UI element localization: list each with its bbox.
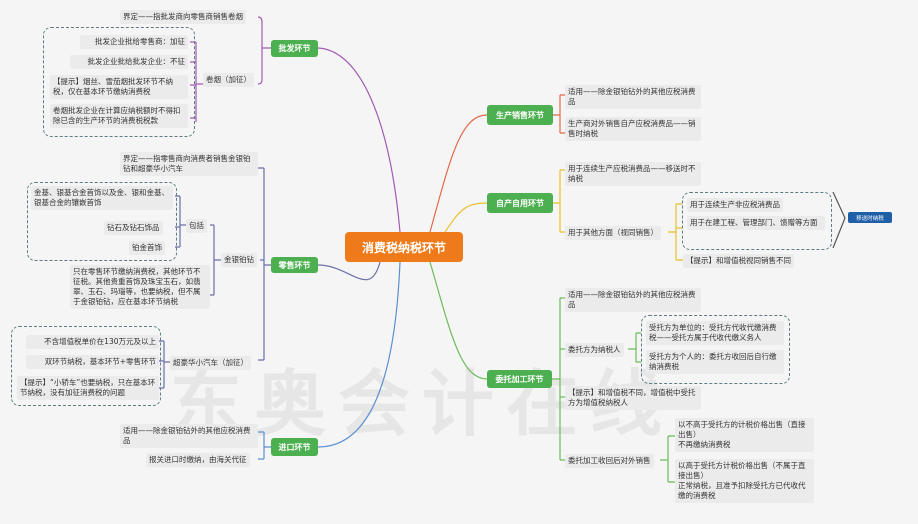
self-use-other: 用于其他方面（视同销售） <box>565 226 661 240</box>
import-item: 报关进口时缴纳，由海关代征 <box>146 453 250 467</box>
include-item: 钻石及钻石饰品 <box>104 221 163 235</box>
retail-car: 超豪华小汽车（加征） <box>170 356 251 370</box>
payer-item: 受托方为单位的：受托方代收代缴消费税——受托方属于代收代缴义务人 <box>646 321 784 345</box>
entrusted-resale: 委托加工收回后对外销售 <box>565 454 654 468</box>
resale-item: 以不高于受托方的计税价格出售（直接出售） 不再缴纳消费税 <box>675 418 814 452</box>
badge-transfer-tax: 移送时纳税 <box>848 212 892 223</box>
entrusted-payer: 委托方为纳税人 <box>565 343 624 357</box>
payer-item: 受托方为个人的：委托方收回后自行缴纳消费税 <box>646 350 784 374</box>
wholesale-definition: 界定——指批发商向零售商销售卷烟 <box>120 10 246 24</box>
branch-import[interactable]: 进口环节 <box>271 438 318 456</box>
wholesale-item: 批发企业批给零售商：加征 <box>80 35 188 49</box>
retail-include-group <box>27 182 177 261</box>
branch-self-use[interactable]: 自产自用环节 <box>487 193 553 213</box>
branch-entrusted[interactable]: 委托加工环节 <box>487 370 552 388</box>
production-item: 适用——除金银铂钻外的其他应税消费品 <box>565 85 701 109</box>
branch-retail[interactable]: 零售环节 <box>271 257 318 273</box>
self-use-other-group <box>682 192 832 250</box>
retail-definition: 界定——指零售商向消费者销售金银铂钻和超豪华小汽车 <box>120 152 258 176</box>
resale-item: 以高于受托方计税价格出售（不属于直接出售） 正常纳税，且准予扣除受托方已代收代缴… <box>675 459 814 503</box>
include-item: 金基、银基合金首饰以及金、银和金基、银基合金的镶嵌首饰 <box>31 186 173 210</box>
car-group <box>11 326 161 406</box>
import-item: 适用——除金银铂钻外的其他应税消费品 <box>120 424 258 448</box>
wholesale-item: 卷烟批发企业在计算应纳税额时不得扣除已含的生产环节的消费税税款 <box>50 104 188 128</box>
branch-wholesale[interactable]: 批发环节 <box>271 40 318 57</box>
car-item: 【提示】“小轿车”也要纳税，只在基本环节纳税，没有加征消费税的问题 <box>17 376 159 400</box>
wholesale-item: 【提示】烟丝、雪茄烟批发环节不纳税，仅在基本环节缴纳消费税 <box>50 75 188 99</box>
entrusted-tip: 【提示】和增值税不同，增值税中受托方为增值税纳税人 <box>565 386 701 410</box>
wholesale-group <box>43 27 195 137</box>
include-item: 铂金首饰 <box>129 241 165 255</box>
gold-note: 只在零售环节缴纳消费税，其他环节不征税。其他贵重首饰及珠宝玉石，如翡翠、玉石、玛… <box>70 265 210 309</box>
branch-production[interactable]: 生产销售环节 <box>487 105 553 125</box>
other-item: 用于连续生产非应税消费品 <box>687 198 783 212</box>
self-use-note: 【提示】和增值税视同销售不同 <box>683 254 794 268</box>
other-item: 用于在建工程、管理部门、馈赠等方面 <box>687 216 825 230</box>
car-item: 不含增值税单价在130万元及以上 <box>26 335 159 349</box>
entrusted-apply: 适用——除金银铂钻外的其他应税消费品 <box>565 288 701 312</box>
wholesale-cigarettes: 卷烟（加征） <box>203 73 254 87</box>
retail-gold: 金银铂钻 <box>221 253 257 267</box>
wholesale-item: 批发企业批给批发企业：不征 <box>70 55 188 69</box>
payer-group <box>641 315 790 384</box>
retail-include: 包括 <box>186 219 207 233</box>
production-item: 生产商对外销售自产应税消费品——销售时纳税 <box>565 117 701 141</box>
self-use-item: 用于连续生产应税消费品——移送时不纳税 <box>565 162 701 186</box>
central-topic[interactable]: 消费税纳税环节 <box>345 232 463 262</box>
car-item: 双环节纳税，基本环节+零售环节 <box>26 355 159 369</box>
